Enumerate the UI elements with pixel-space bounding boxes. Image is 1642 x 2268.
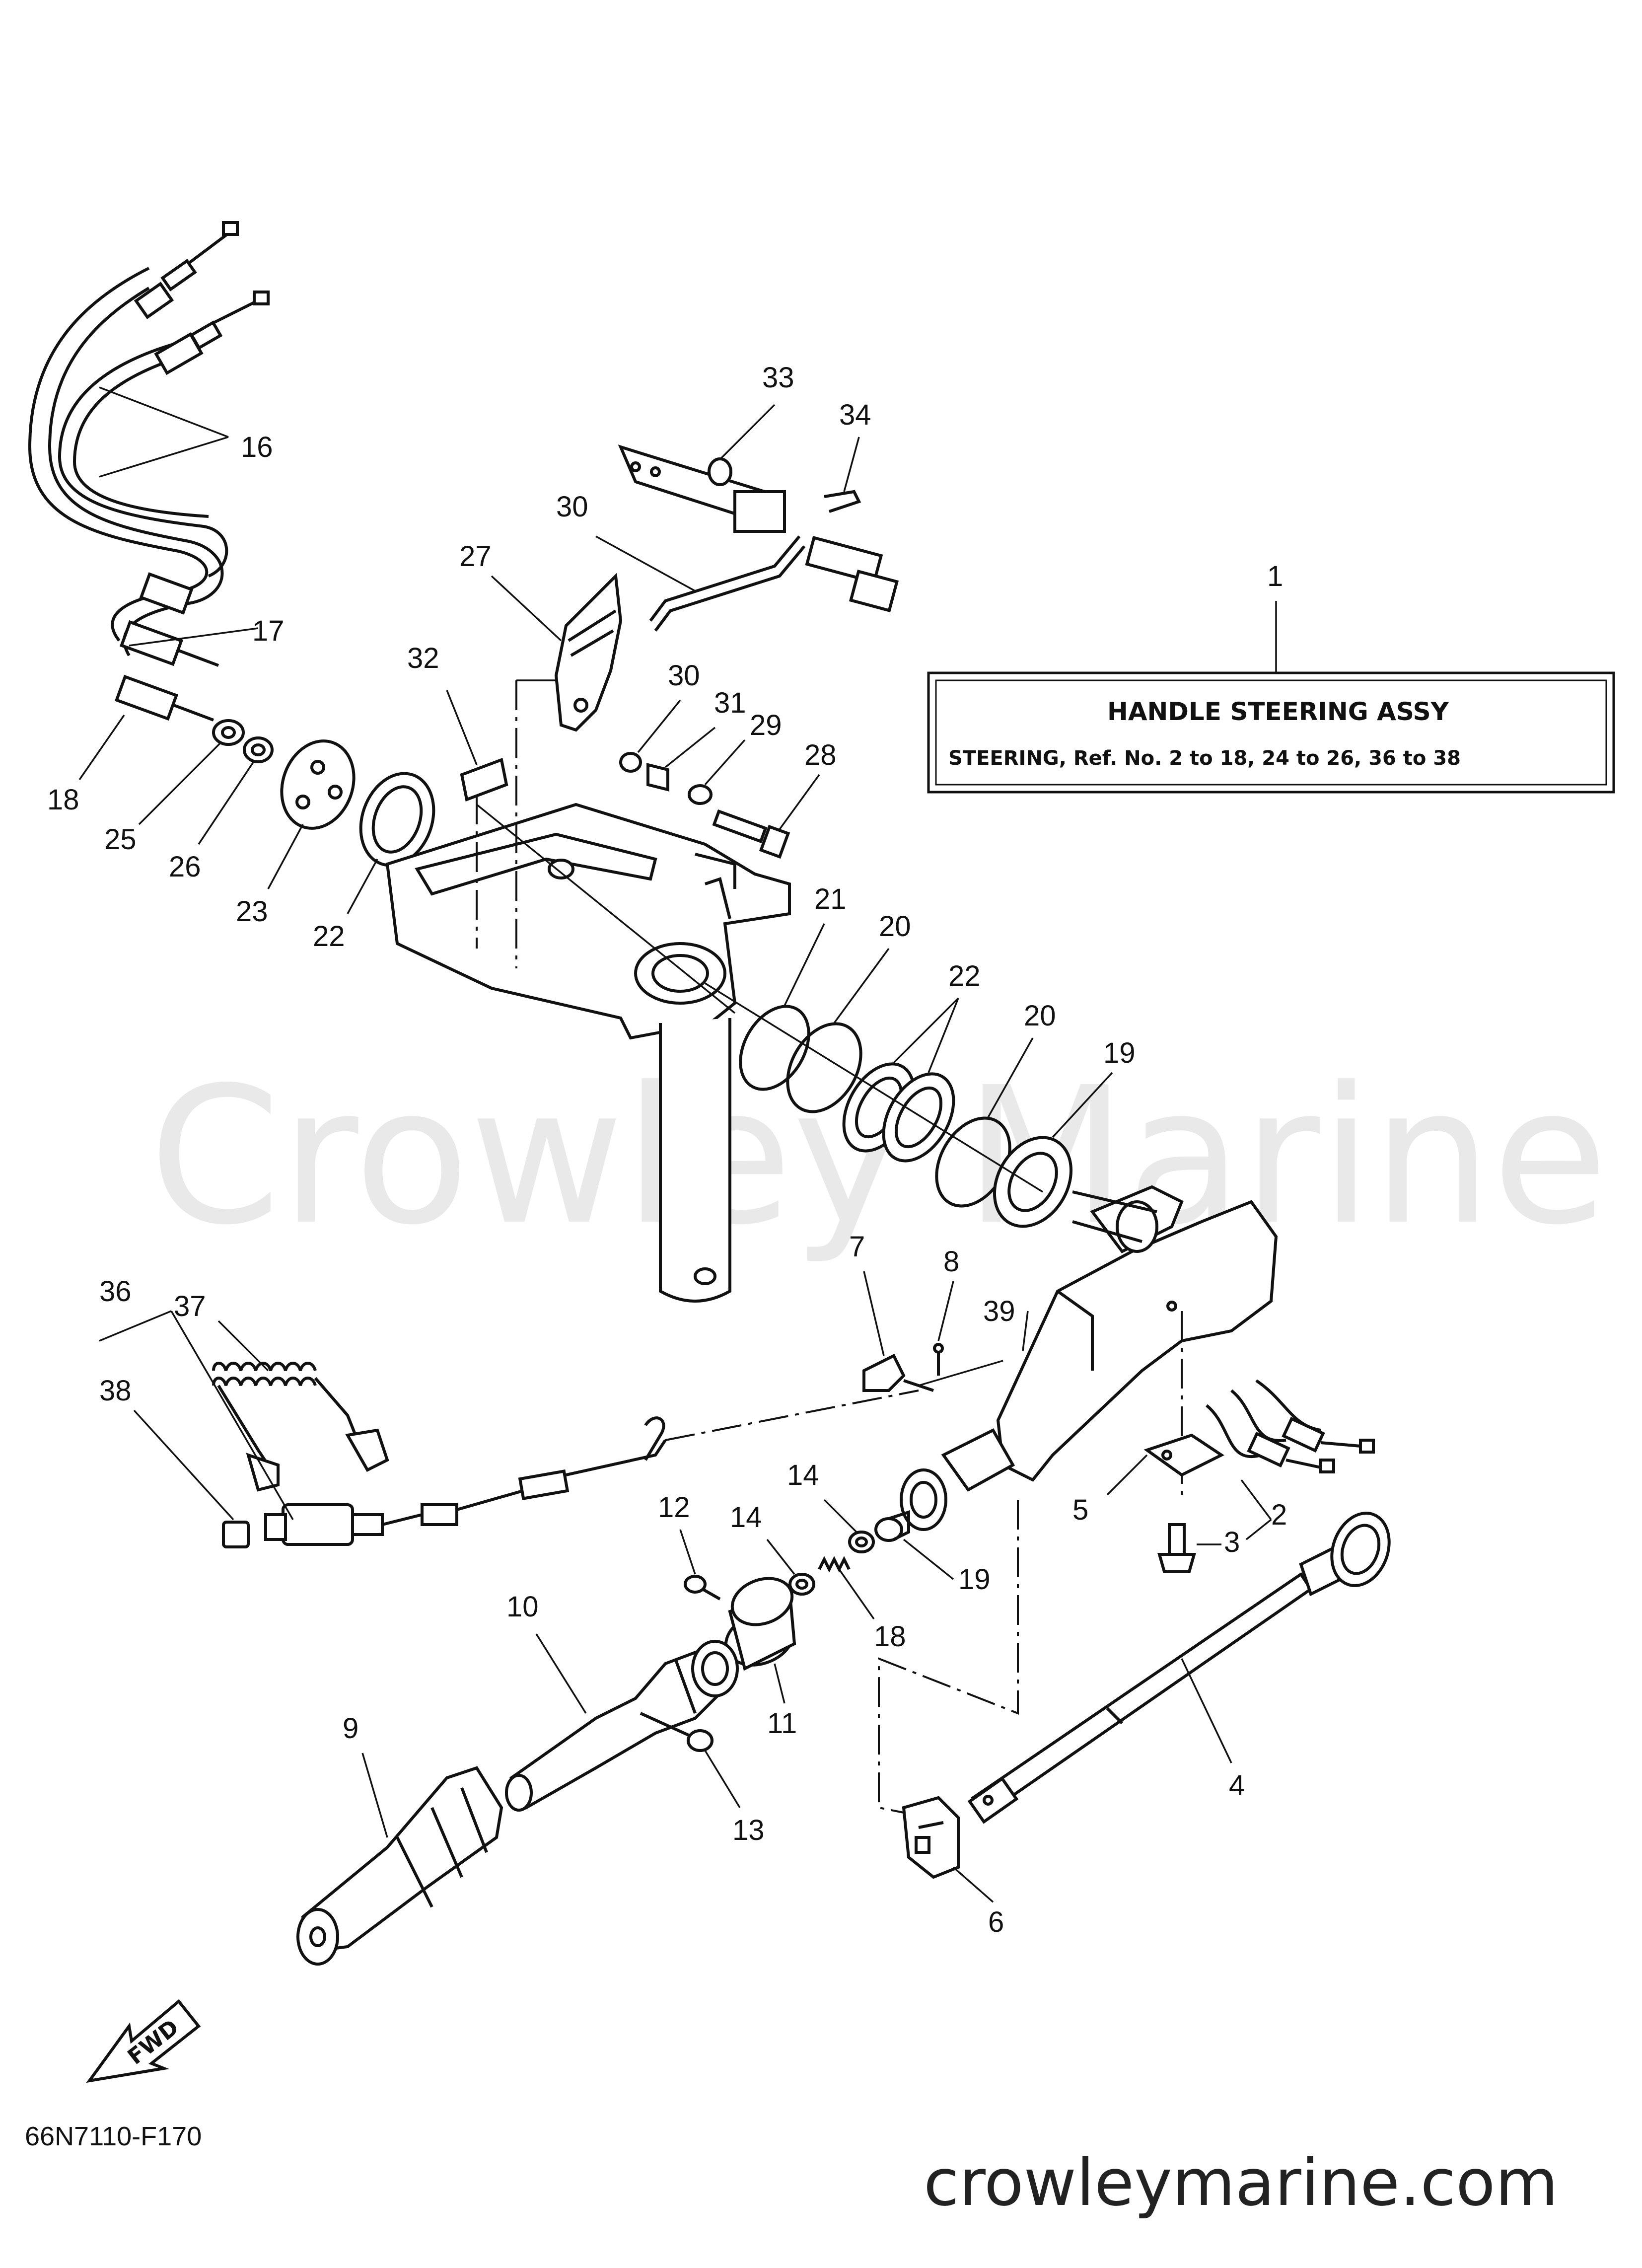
callout-5: 5: [1072, 1494, 1088, 1526]
part-11-sleeve[interactable]: [718, 1570, 801, 1674]
part-29-washer[interactable]: [688, 784, 713, 805]
callout-30: 30: [556, 491, 588, 523]
callout-19: 19: [1103, 1037, 1136, 1069]
part-31-bushing[interactable]: [646, 763, 669, 792]
callout-19: 19: [958, 1563, 991, 1596]
callout-10: 10: [506, 1591, 539, 1623]
fwd-arrow-icon: FWD: [86, 1999, 201, 2083]
info-box: HANDLE STEERING ASSY STEERING, Ref. No. …: [927, 671, 1615, 794]
part-30-washer[interactable]: [619, 752, 642, 773]
callout-13: 13: [732, 1814, 765, 1846]
part-20-ring-a[interactable]: [773, 1011, 876, 1125]
part-33-washer[interactable]: [708, 457, 732, 486]
part-25-nut[interactable]: [212, 719, 245, 746]
part-28-bolt[interactable]: [712, 809, 790, 859]
callout-4: 4: [1229, 1769, 1245, 1802]
part-13-screw[interactable]: [640, 1712, 714, 1752]
footer-site: crowleymarine.com: [924, 2145, 1558, 2220]
part-26-collar[interactable]: [243, 736, 274, 763]
callout-11: 11: [767, 1707, 797, 1740]
part-14-washer-b[interactable]: [848, 1531, 875, 1553]
callout-38: 38: [99, 1375, 132, 1407]
part-19-grommet[interactable]: [979, 1124, 1086, 1241]
callout-23: 23: [236, 895, 268, 928]
callout-22: 22: [948, 960, 981, 992]
part-3-bolt[interactable]: [1157, 1523, 1196, 1573]
callout-22: 22: [313, 920, 345, 952]
part-12-screw[interactable]: [684, 1575, 721, 1601]
callout-28: 28: [804, 739, 837, 771]
part-38-cap[interactable]: [222, 1521, 250, 1548]
part-21-ring-pair[interactable]: [830, 1052, 968, 1173]
callout-17: 17: [252, 615, 285, 647]
callout-20: 20: [1024, 1000, 1056, 1032]
callout-7: 7: [849, 1231, 865, 1263]
part-24-plate[interactable]: [270, 731, 365, 838]
part-36-switch[interactable]: [264, 1416, 667, 1546]
callout-2: 2: [1271, 1499, 1287, 1531]
part-5-plate[interactable]: [1143, 1433, 1224, 1477]
callout-39: 39: [983, 1295, 1015, 1327]
callout-36: 36: [99, 1275, 132, 1308]
part-14-washer-a[interactable]: [788, 1573, 815, 1596]
callout-27: 27: [459, 540, 492, 573]
part-9-grip[interactable]: [296, 1766, 503, 1966]
info-box-subtitle: STEERING, Ref. No. 2 to 18, 24 to 26, 36…: [948, 747, 1461, 770]
diagram-code: 66N7110-F170: [25, 2122, 202, 2151]
callout-29: 29: [750, 709, 782, 741]
callout-33: 33: [762, 362, 794, 394]
callout-3: 3: [1224, 1526, 1240, 1558]
callout-8: 8: [943, 1245, 959, 1278]
callout-25: 25: [104, 823, 137, 856]
part-32-rod[interactable]: [649, 535, 806, 632]
part-10-grip-shaft[interactable]: [505, 1640, 739, 1812]
part-8-pin[interactable]: [933, 1343, 944, 1376]
part-27-lever[interactable]: [554, 573, 623, 732]
callout-18: 18: [874, 1620, 906, 1653]
steering-bracket[interactable]: [385, 803, 791, 1303]
part-17-cables[interactable]: [28, 221, 270, 722]
callout-21: 21: [814, 883, 847, 915]
callout-16: 16: [241, 431, 273, 463]
part-23-seal[interactable]: [349, 763, 446, 876]
part-34-linkage[interactable]: [618, 444, 899, 613]
callout-37: 37: [174, 1290, 206, 1322]
callout-1: 1: [1267, 560, 1283, 592]
callout-9: 9: [343, 1712, 358, 1745]
callout-34: 34: [839, 399, 871, 431]
part-7-knob[interactable]: [862, 1353, 934, 1392]
callout-26: 26: [169, 851, 201, 883]
part-15-spring[interactable]: [818, 1556, 851, 1573]
part-37-lanyard[interactable]: [212, 1362, 389, 1492]
callout-18: 18: [47, 784, 79, 816]
callout-20: 20: [879, 910, 911, 943]
part-22-ring[interactable]: [726, 994, 823, 1101]
callout-31: 31: [714, 687, 746, 719]
part-35-clip[interactable]: [460, 757, 508, 802]
callout-14: 14: [787, 1459, 819, 1491]
part-6-clamp[interactable]: [902, 1796, 960, 1879]
callout-12: 12: [658, 1491, 690, 1524]
callout-30: 30: [668, 659, 700, 692]
callout-14: 14: [730, 1501, 762, 1534]
part-4-cable[interactable]: [967, 1505, 1399, 1824]
cable-ends-right[interactable]: [1247, 1417, 1375, 1473]
callout-32: 32: [407, 642, 439, 674]
callout-6: 6: [988, 1906, 1004, 1938]
info-box-title: HANDLE STEERING ASSY: [1107, 697, 1449, 726]
part-16-bushing[interactable]: [874, 1510, 910, 1542]
